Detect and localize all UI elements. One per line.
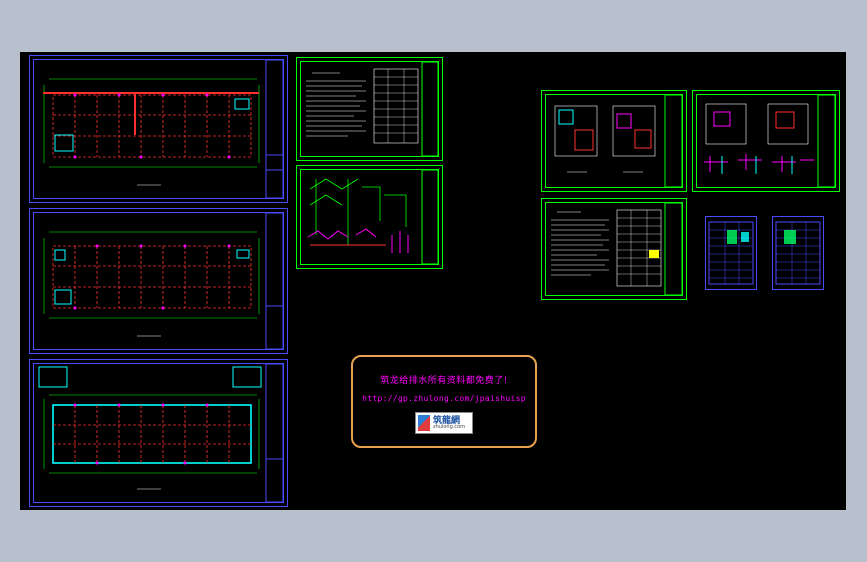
zhulong-logo-icon bbox=[418, 415, 430, 431]
detail-plan-sheet-2[interactable] bbox=[692, 90, 840, 192]
promo-link[interactable]: http://gp.zhulong.com/jpaishuisp bbox=[362, 394, 526, 403]
material-table-sheet-1[interactable] bbox=[705, 216, 757, 290]
logo-subtext: zhulong.com bbox=[433, 424, 466, 430]
riser-diagram-sheet[interactable] bbox=[296, 165, 443, 269]
promo-title: 筑龙给排水所有资料都免费了! bbox=[380, 376, 508, 386]
detail-plan-sheet-1[interactable] bbox=[541, 90, 687, 192]
floor-plan-sheet-3[interactable] bbox=[29, 359, 288, 507]
floor-plan-sheet-1[interactable] bbox=[29, 55, 288, 203]
design-notes-sheet[interactable] bbox=[296, 57, 443, 161]
cad-model-space[interactable]: 筑龙给排水所有资料都免费了! http://gp.zhulong.com/jpa… bbox=[20, 52, 846, 510]
zhulong-logo[interactable]: 筑龍網 zhulong.com bbox=[415, 412, 473, 434]
promo-banner[interactable]: 筑龙给排水所有资料都免费了! http://gp.zhulong.com/jpa… bbox=[351, 355, 537, 448]
notes-table-sheet[interactable] bbox=[541, 198, 687, 300]
floor-plan-sheet-2[interactable] bbox=[29, 208, 288, 354]
material-table-sheet-2[interactable] bbox=[772, 216, 824, 290]
logo-name: 筑龍網 bbox=[433, 416, 461, 426]
